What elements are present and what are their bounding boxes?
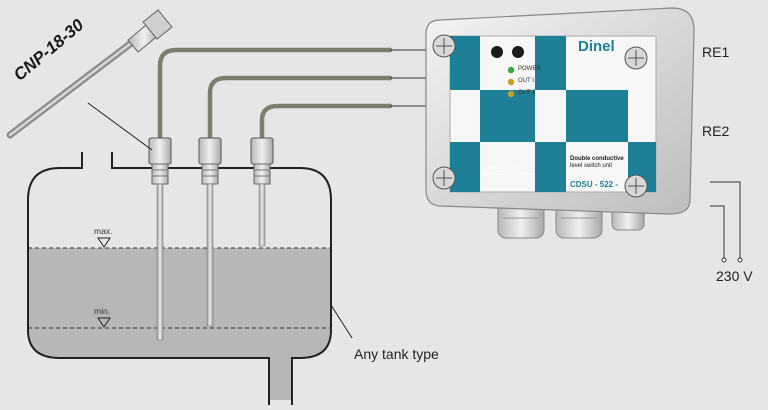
supply-voltage-label: 230 V bbox=[716, 268, 753, 284]
control-unit bbox=[425, 7, 695, 239]
power-label: POWER bbox=[518, 66, 541, 72]
tank-liquid bbox=[28, 248, 331, 400]
relay-re2-label: RE2 bbox=[702, 123, 730, 139]
out1-led bbox=[507, 78, 515, 86]
out2-led bbox=[507, 90, 515, 98]
tank-caption: Any tank type bbox=[354, 346, 439, 362]
min-level-marker bbox=[97, 317, 111, 328]
cable-connector-lines bbox=[390, 49, 430, 107]
relay-re1-label: RE1 bbox=[702, 44, 730, 60]
min-level-label: min. bbox=[94, 306, 111, 316]
tank-caption-leader bbox=[330, 304, 353, 339]
unit-description-1: Double conductive bbox=[570, 156, 624, 162]
unit-url: www.dinel.cz bbox=[486, 165, 518, 171]
unit-model: CDSU - 522 - bbox=[570, 180, 619, 189]
probe-photo bbox=[6, 9, 173, 151]
out1-label: OUT I bbox=[518, 78, 534, 84]
tank-outline-right bbox=[111, 152, 332, 405]
out2-label: OUT II bbox=[518, 90, 536, 96]
tank bbox=[27, 152, 353, 405]
max-level-marker bbox=[97, 237, 111, 248]
supply-wiring bbox=[710, 181, 743, 263]
cables bbox=[157, 47, 393, 141]
electrode-2 bbox=[198, 137, 222, 327]
power-led bbox=[507, 66, 515, 74]
max-level-label: max. bbox=[94, 226, 113, 236]
electrode-1 bbox=[148, 137, 172, 341]
housing-screws bbox=[432, 34, 648, 198]
tank-outline bbox=[27, 152, 270, 405]
electrode-3 bbox=[250, 137, 274, 247]
unit-description-2: level switch unit bbox=[570, 163, 613, 169]
unit-brand: Dinel bbox=[578, 38, 615, 55]
